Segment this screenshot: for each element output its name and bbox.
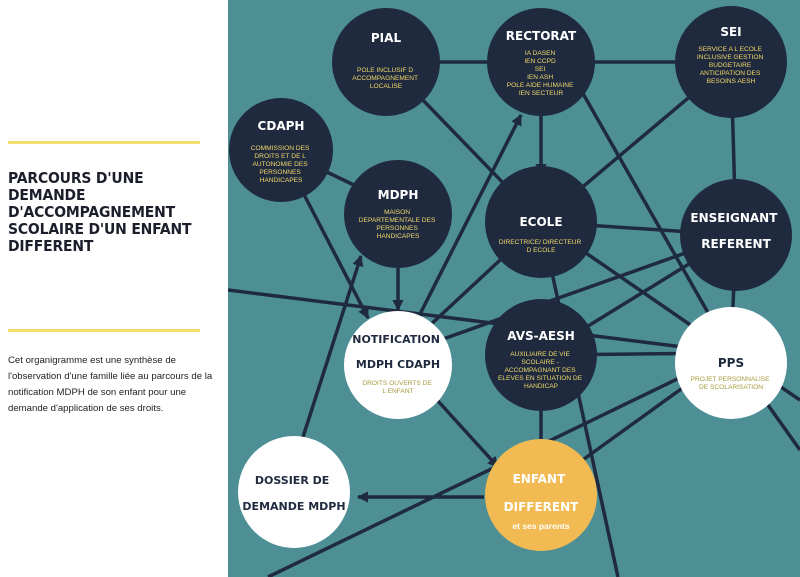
rectorat-title: RECTORAT — [506, 29, 577, 43]
page-title: PARCOURS D'UNE DEMANDE D'ACCOMPAGNEMENT … — [8, 169, 192, 255]
node-sei — [675, 6, 787, 118]
node-circles — [229, 6, 792, 551]
avs-title: AVS-AESH — [507, 329, 575, 343]
sei-subtitle: SERVICE A L ECOLE INCLUSIVE GESTION BUDG… — [697, 46, 765, 85]
pial-subtitle: POLE INCLUSIF D ACCOMPAGNEMENT LOCALISE — [352, 67, 420, 90]
node-ecole — [485, 166, 597, 278]
node-pps — [675, 307, 787, 419]
enfant-title: ENFANT DIFFERENT — [504, 472, 579, 514]
pial-title: PIAL — [371, 31, 402, 45]
left-panel: PARCOURS D'UNE DEMANDE D'ACCOMPAGNEMENT … — [0, 0, 228, 577]
enfant-subtitle: et ses parents — [512, 521, 569, 531]
cdaph-subtitle: COMMISSION DES DROITS ET DE L AUTONOMIE … — [251, 145, 311, 184]
node-pial — [332, 8, 440, 116]
node-cdaph — [229, 98, 333, 202]
arrow-notification-rectorat — [416, 114, 523, 319]
edge-ecole-bottom — [539, 221, 620, 577]
cdaph-title: CDAPH — [258, 119, 305, 133]
pps-subtitle: PROJET PERSONNALISE DE SCOLARISATION — [691, 376, 772, 391]
node-dossier — [238, 436, 350, 548]
rectorat-subtitle: IA DASEN IEN CCPD SEI IEN ASH POLE AIDE … — [507, 50, 576, 97]
intro-text: Cet organigramme est une synthèse de l'o… — [8, 355, 213, 414]
node-enseignant — [680, 179, 792, 291]
node-notification — [344, 311, 452, 419]
top-rule — [8, 141, 200, 144]
edge-rectorat-pps — [563, 61, 733, 354]
node-mdph — [344, 160, 452, 268]
enseignant-title: ENSEIGNANT REFERENT — [690, 211, 781, 251]
arrow-dossier-mdph — [301, 254, 364, 438]
ecole-title: ECOLE — [519, 215, 562, 229]
mdph-subtitle: MAISON DEPARTEMENTALE DES PERSONNES HAND… — [359, 209, 437, 240]
sei-title: SEI — [720, 25, 741, 39]
notification-subtitle: DROITS OUVERTS DE L ENFANT — [362, 380, 433, 395]
ecole-subtitle: DIRECTRICE/ DIRECTEUR D ECOLE — [499, 239, 583, 254]
node-rectorat — [487, 8, 595, 116]
edge-left-pps — [228, 288, 732, 355]
mdph-title: MDPH — [378, 188, 419, 202]
org-diagram: PIAL POLE INCLUSIF D ACCOMPAGNEMENT LOCA… — [228, 0, 800, 577]
avs-subtitle: AUXILIAIRE DE VIE SCOLAIRE - ACCOMPAGNAN… — [498, 351, 584, 390]
arrow-notification-enfant — [426, 388, 500, 469]
dossier-title: DOSSIER DE DEMANDE MDPH — [242, 474, 345, 513]
node-enfant — [485, 439, 597, 551]
bottom-rule — [8, 329, 200, 332]
edge-enseignant-notification — [397, 233, 737, 357]
pps-title: PPS — [718, 356, 744, 370]
node-labels: PIAL POLE INCLUSIF D ACCOMPAGNEMENT LOCA… — [242, 25, 781, 531]
notification-title: NOTIFICATION MDPH CDAPH — [352, 333, 444, 371]
node-avs — [485, 299, 597, 411]
